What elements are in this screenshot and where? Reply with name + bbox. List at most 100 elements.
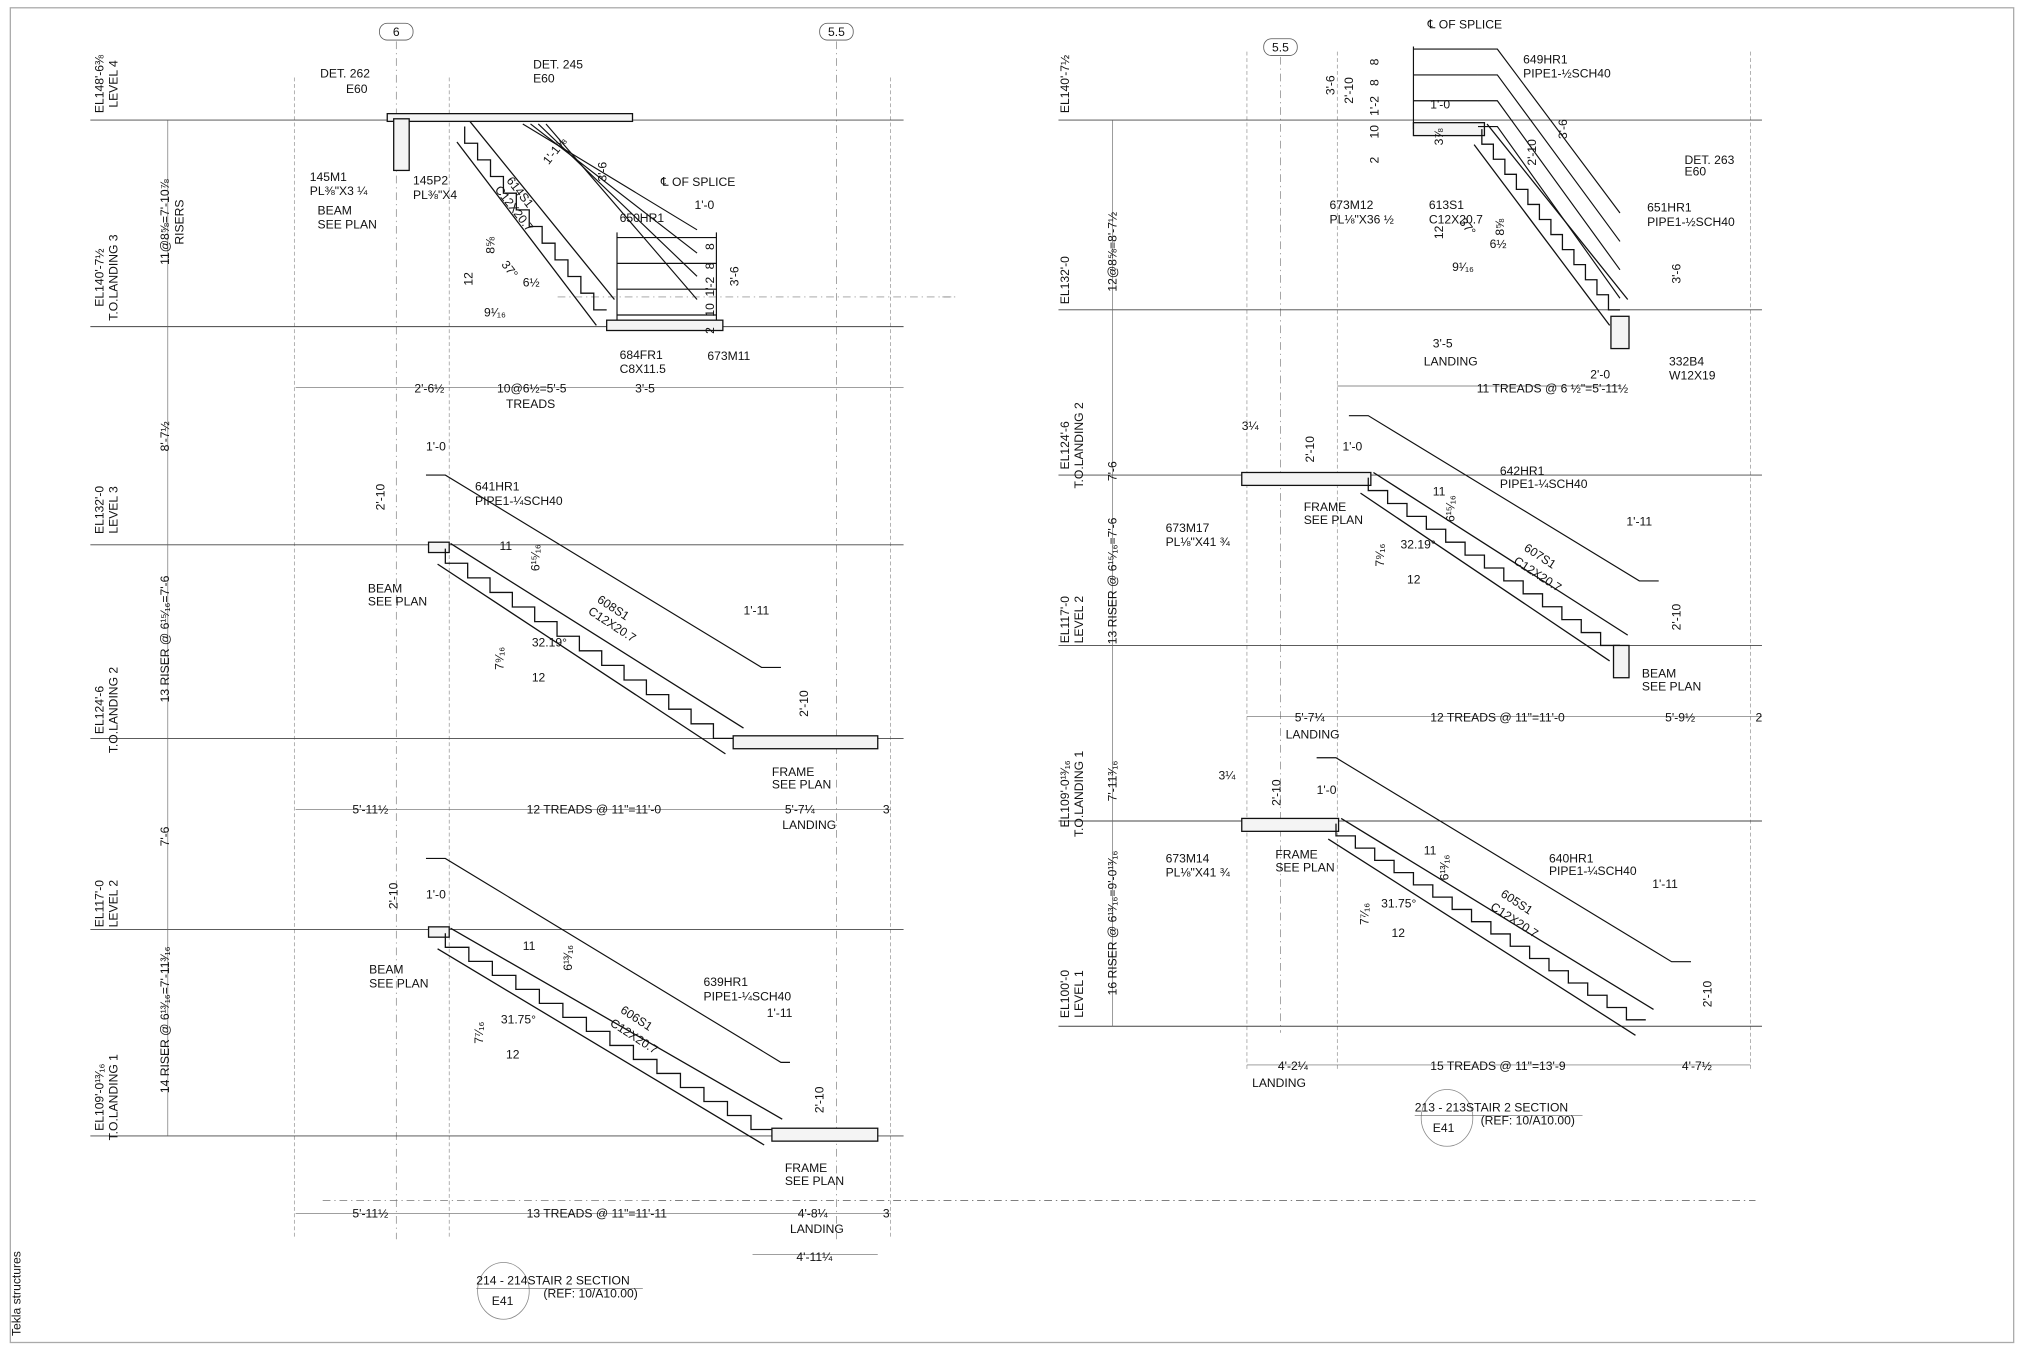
part-label: SEE PLAN: [1275, 860, 1334, 874]
part-label: W12X19: [1669, 369, 1716, 383]
flight-607S1-steps: [1367, 477, 1620, 647]
guard-rail-650HR1: [530, 123, 698, 254]
part-label: C12X20.7: [1429, 212, 1483, 226]
part-label: 6½: [1490, 237, 1507, 251]
drawing-linework: [90, 22, 1762, 1320]
guard-rail-649HR1: [1477, 100, 1621, 271]
part-label: 12: [461, 272, 475, 286]
guard-rail-650HR1: [545, 123, 698, 300]
grid-bubble-label: 5.5: [1272, 41, 1289, 55]
level-elevation: EL132'-0: [1058, 256, 1072, 304]
level-elevation: EL132'-0: [92, 486, 106, 534]
handrail-640HR1: [1316, 757, 1691, 963]
part-label: 1'-2: [1368, 96, 1382, 116]
part-label: 684FR1: [620, 348, 663, 362]
level-elevation: EL109'-0¹³⁄₁₆: [92, 1064, 106, 1131]
flight-605S1-steps: [1335, 823, 1646, 1021]
level-elevation: EL100'-0: [1058, 970, 1072, 1018]
part-label: 649HR1: [1523, 52, 1568, 66]
part-label: 8: [703, 243, 717, 250]
section-title: 213 - 213STAIR 2 SECTION: [1415, 1100, 1568, 1114]
part-label: SEE PLAN: [318, 218, 377, 232]
level-elevation: EL140'-7½: [1058, 55, 1072, 113]
flight-605S1-stringer-bottom: [1327, 838, 1636, 1036]
part-label: 2'-10: [1670, 604, 1684, 631]
landing-673M17: [1241, 471, 1372, 487]
part-label: 1'-0: [1317, 783, 1337, 797]
part-label: 13 TREADS @ 11"=11'-11: [527, 1206, 668, 1220]
part-label: FRAME: [772, 765, 814, 779]
grid-bubble: [379, 22, 414, 41]
part-label: 641HR1: [475, 480, 520, 494]
part-label: PIPE1-¼SCH40: [1500, 477, 1588, 491]
guard-rail-650HR1: [522, 123, 698, 231]
part-label: PIPE1-¼SCH40: [475, 494, 563, 508]
vertical-dimension: 14 RISER @ 6¹³⁄₁₆=7'-11³⁄₁₆: [158, 946, 172, 1093]
part-label: FRAME: [1304, 500, 1346, 514]
part-label: 2'-10: [1303, 436, 1317, 463]
sheet-border: [9, 7, 2015, 1344]
part-label: 1'-11: [767, 1006, 793, 1020]
part-label: 642HR1: [1500, 464, 1545, 478]
part-label: 7⁹⁄₁₆: [1373, 544, 1387, 567]
part-label: 9¹⁄₁₆: [1452, 260, 1474, 274]
part-label: TREADS: [506, 397, 555, 411]
part-label: 2'-10: [1342, 77, 1356, 104]
part-label: ℄ OF SPLICE: [660, 175, 736, 189]
part-label: 2'-10: [1269, 779, 1283, 806]
part-label: 673M17: [1166, 521, 1210, 535]
beam-level2: [1612, 644, 1630, 679]
flight-608S1-stringer-top: [450, 542, 744, 729]
level-elevation: EL124'-6: [92, 686, 106, 734]
part-label: 12: [1407, 572, 1421, 586]
part-label: 673M14: [1166, 851, 1210, 865]
part-label: FRAME: [785, 1161, 827, 1175]
part-label: 640HR1: [1549, 851, 1594, 865]
part-label: 613S1: [1429, 198, 1464, 212]
part-label: 332B4: [1669, 354, 1704, 368]
level-name: T.O.LANDING 3: [106, 234, 120, 320]
flight-608S1-stringer-bottom: [437, 563, 726, 755]
part-label: 2'-10: [797, 690, 811, 717]
vertical-dimension: 8'-7½: [158, 421, 172, 451]
part-label: BEAM: [369, 962, 403, 976]
flight-614S1-stringer-top: [469, 120, 615, 300]
level-elevation: EL148'-6⅜: [92, 54, 106, 113]
landing-frame: [771, 1127, 879, 1142]
part-label: 3'-5: [1433, 336, 1453, 350]
part-label: 1'-0: [1342, 440, 1362, 454]
part-label: 2'-6½: [414, 381, 444, 395]
part-label: 8: [1368, 58, 1382, 65]
level-name: LEVEL 4: [106, 60, 120, 108]
part-label: 2'-10: [813, 1086, 827, 1113]
level-name: LEVEL 3: [106, 486, 120, 534]
handrail-641HR1: [425, 474, 781, 668]
part-label: 2: [703, 327, 717, 334]
part-label: 5'-9½: [1665, 711, 1695, 725]
part-label: 4'-8¼: [798, 1206, 829, 1220]
flight-613S1-stringer-bottom: [1473, 144, 1611, 326]
part-label: 7⁷⁄₁₆: [1357, 903, 1371, 925]
software-credit: Tekla structures: [10, 1251, 24, 1336]
flight-613S1-stringer-top: [1486, 123, 1629, 300]
flight-605S1-stringer-top: [1340, 817, 1654, 1011]
level-name: LEVEL 1: [1072, 970, 1086, 1018]
part-label: PL⅛"X41 ¾: [1166, 535, 1231, 549]
part-label: 3'-6: [1324, 75, 1338, 95]
section-title-bubble: [1420, 1089, 1474, 1147]
section-title-bubble: [477, 1262, 530, 1320]
section-reference: (REF: 10/A10.00): [543, 1286, 637, 1300]
part-label: 2'-10: [387, 882, 401, 909]
part-label: PIPE1-¼SCH40: [1549, 864, 1637, 878]
part-label: 639HR1: [703, 975, 748, 989]
flight-614S1-steps: [464, 126, 607, 311]
handrail-639HR1: [425, 857, 790, 1063]
part-label: 12: [506, 1048, 520, 1062]
part-label: SEE PLAN: [785, 1174, 844, 1188]
part-label: 1'-11: [1626, 514, 1652, 528]
part-label: DET. 262: [320, 66, 370, 80]
part-label: 6¹³⁄₁₆: [1437, 854, 1451, 880]
part-label: 5'-11½: [352, 802, 388, 816]
